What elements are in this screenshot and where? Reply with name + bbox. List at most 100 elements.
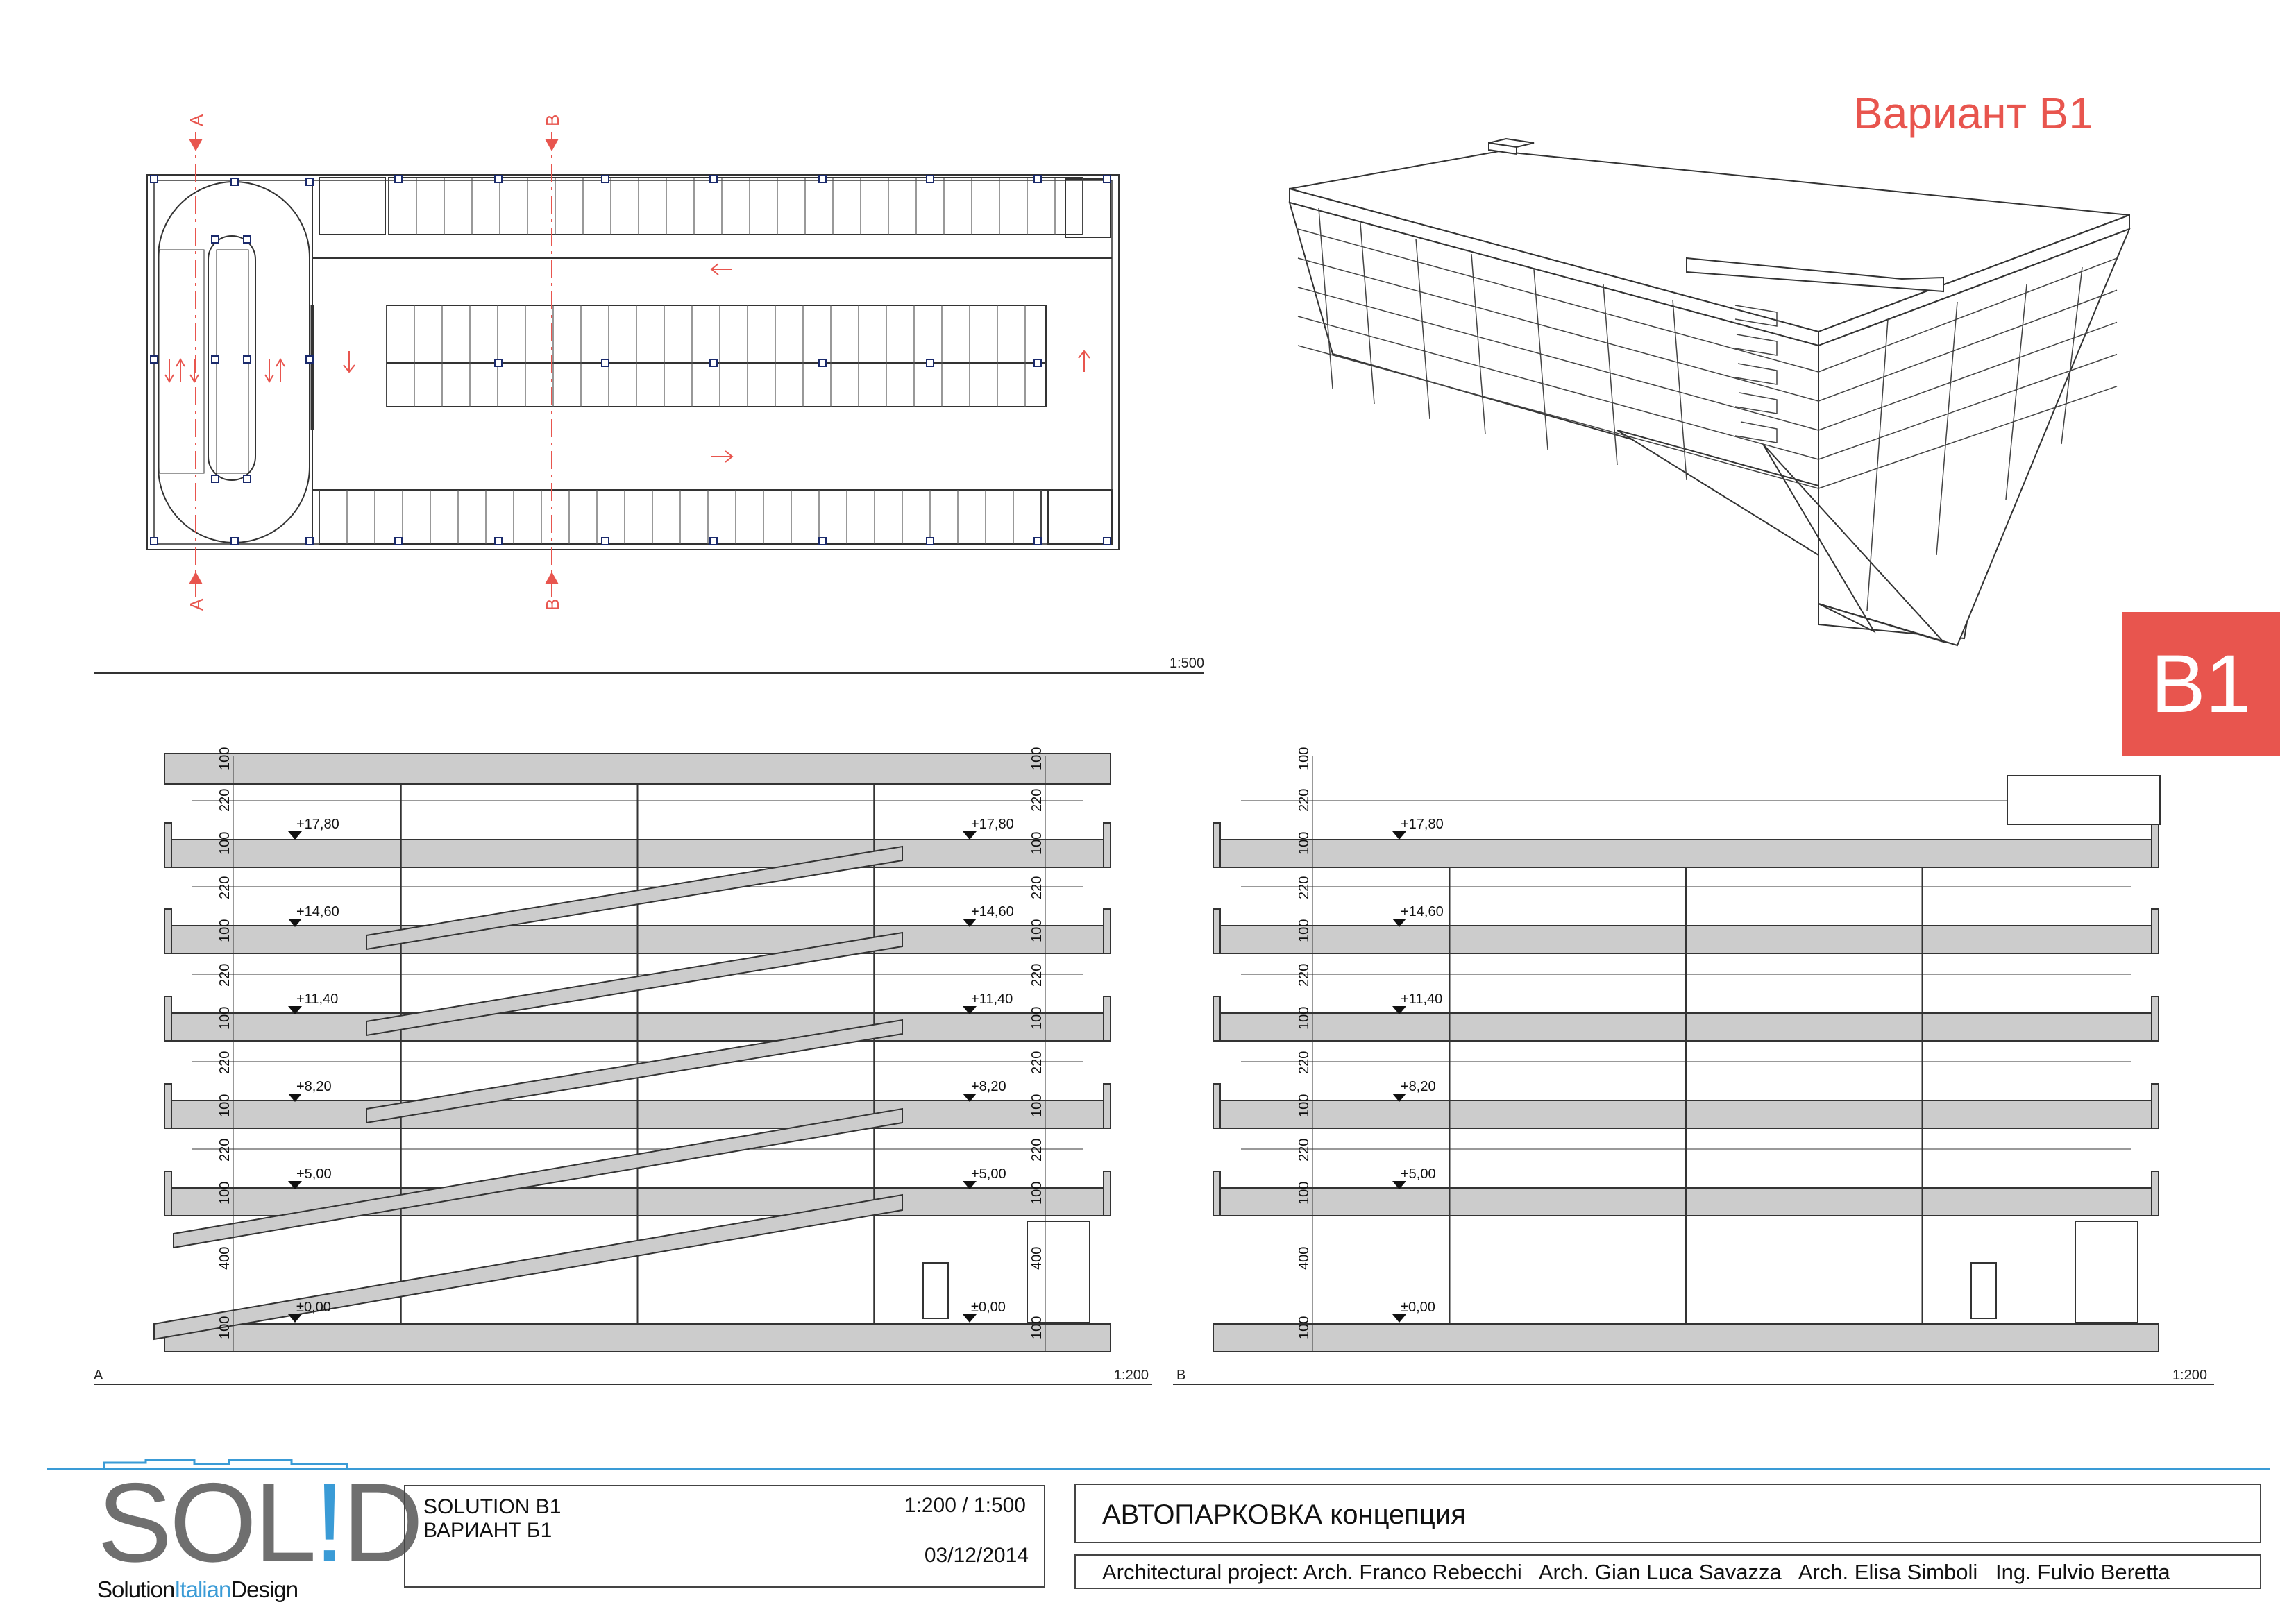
dimension-label: 100 [1297,919,1312,942]
section-a-ramps [153,845,903,1341]
axo-floor-line [1297,257,1819,402]
axo-column-line [2005,284,2027,500]
column-marker [305,178,314,186]
level-label: +11,40 [1401,992,1442,1007]
level-marker [1392,1094,1406,1102]
dimension-label: 100 [1029,919,1045,942]
dimension-label: 220 [1297,789,1312,812]
parapet [1213,1171,1221,1216]
axo-stair-step [1734,363,1778,385]
parapet [1213,996,1221,1042]
variant-badge: B1 [2122,612,2280,756]
level-label: +8,20 [971,1079,1006,1094]
parapet [1103,1083,1111,1129]
axo-column-line [2061,266,2083,445]
parapet [1103,996,1111,1042]
logo-tagline-design: Design [230,1577,298,1602]
dimension-label: 220 [217,876,233,899]
logo-tagline-italian: Italian [174,1577,231,1602]
dimension-label: 220 [217,1139,233,1162]
dimension-label: 220 [1029,789,1045,812]
parapet [164,1083,172,1129]
axo-stair-step [1734,421,1778,443]
level-marker [288,1006,302,1014]
column-marker [394,175,403,183]
level-label: +14,60 [1401,904,1444,919]
dimension-label: 220 [1029,964,1045,987]
dimension-label: 220 [1297,876,1312,899]
section-mark-a-bottom: A [186,598,207,611]
dimension-label: 220 [1297,964,1312,987]
level-label: ±0,00 [1401,1300,1435,1315]
parapet [1103,1171,1111,1216]
parapet [1103,822,1111,868]
column-marker [926,359,934,367]
level-label: +14,60 [971,904,1014,919]
column-marker [394,537,403,545]
level-marker [963,831,977,840]
column-marker [709,175,718,183]
level-label: +11,40 [971,992,1013,1007]
section-mark-b-bottom: B [542,599,563,611]
dimension-label: 100 [1297,1316,1312,1339]
column-marker [709,537,718,545]
column-marker [818,359,827,367]
column-marker [243,235,251,244]
axo-floor-line [1818,289,2118,402]
dimension-label: 100 [1029,1094,1045,1117]
axo-column-line [1318,207,1333,389]
section-b [1213,775,2161,1352]
section-mark-a-top: A [186,114,207,126]
column-marker [601,359,609,367]
section-b-scale: 1:200 [2172,1368,2207,1383]
column-marker [305,537,314,545]
section-a-scale: 1:200 [1114,1368,1149,1383]
column-marker [230,178,239,186]
level-marker [963,1006,977,1014]
column-marker [926,537,934,545]
column-marker [211,475,219,483]
parapet [164,908,172,954]
axo-stair-step [1734,305,1778,327]
solid-logo: SOL!D SolutionItalianDesign [97,1467,423,1603]
dimension-label: 220 [1029,1051,1045,1074]
level-label: +17,80 [1401,817,1444,832]
column-marker [243,355,251,364]
dimension-label: 100 [1029,747,1045,770]
section-mark-b-top: B [542,114,563,126]
roof-stair-tower [2007,775,2161,825]
dimension-label: 100 [1297,832,1312,855]
dimension-label: 100 [217,1316,233,1339]
level-label: ±0,00 [296,1300,331,1315]
dimension-label: 220 [1029,1139,1045,1162]
dimension-label: 400 [217,1247,233,1270]
level-label: +5,00 [971,1166,1006,1182]
level-label: +11,40 [296,992,338,1007]
credits: Architectural project: Arch. Franco Rebe… [1102,1560,2170,1584]
column-marker [1033,537,1042,545]
level-label: +14,60 [296,904,339,919]
solution-box: SOLUTION B1 ВАРИАНТ Б1 1:200 / 1:500 03/… [404,1485,1045,1588]
axo-stair-step [1734,334,1778,356]
level-labels: +17,80 +14,60 +11,40 +8,20 +5,00 ±0,00 +17,80 +… [217,747,1444,1352]
level-label: +8,20 [1401,1079,1436,1094]
dimension-label: 100 [1297,1007,1312,1030]
column-marker [230,537,239,545]
axo-column-line [1603,284,1618,466]
column-marker [926,175,934,183]
level-marker [1392,831,1406,840]
axo-column-line [1672,299,1687,481]
logo-tagline-solution: Solution [97,1577,175,1602]
column-marker [601,175,609,183]
column-marker [150,537,158,545]
level-marker [288,919,302,927]
axo-floor-line [1818,321,2118,431]
level-label: +17,80 [296,817,339,832]
roof-slab [164,753,1111,785]
parking-stalls [319,178,1083,544]
axo-stair-step [1734,392,1778,414]
solution-line-1: SOLUTION B1 [423,1495,562,1518]
dimension-label: 220 [217,964,233,987]
axo-column-line [1866,318,1889,611]
level-marker [288,1314,302,1323]
